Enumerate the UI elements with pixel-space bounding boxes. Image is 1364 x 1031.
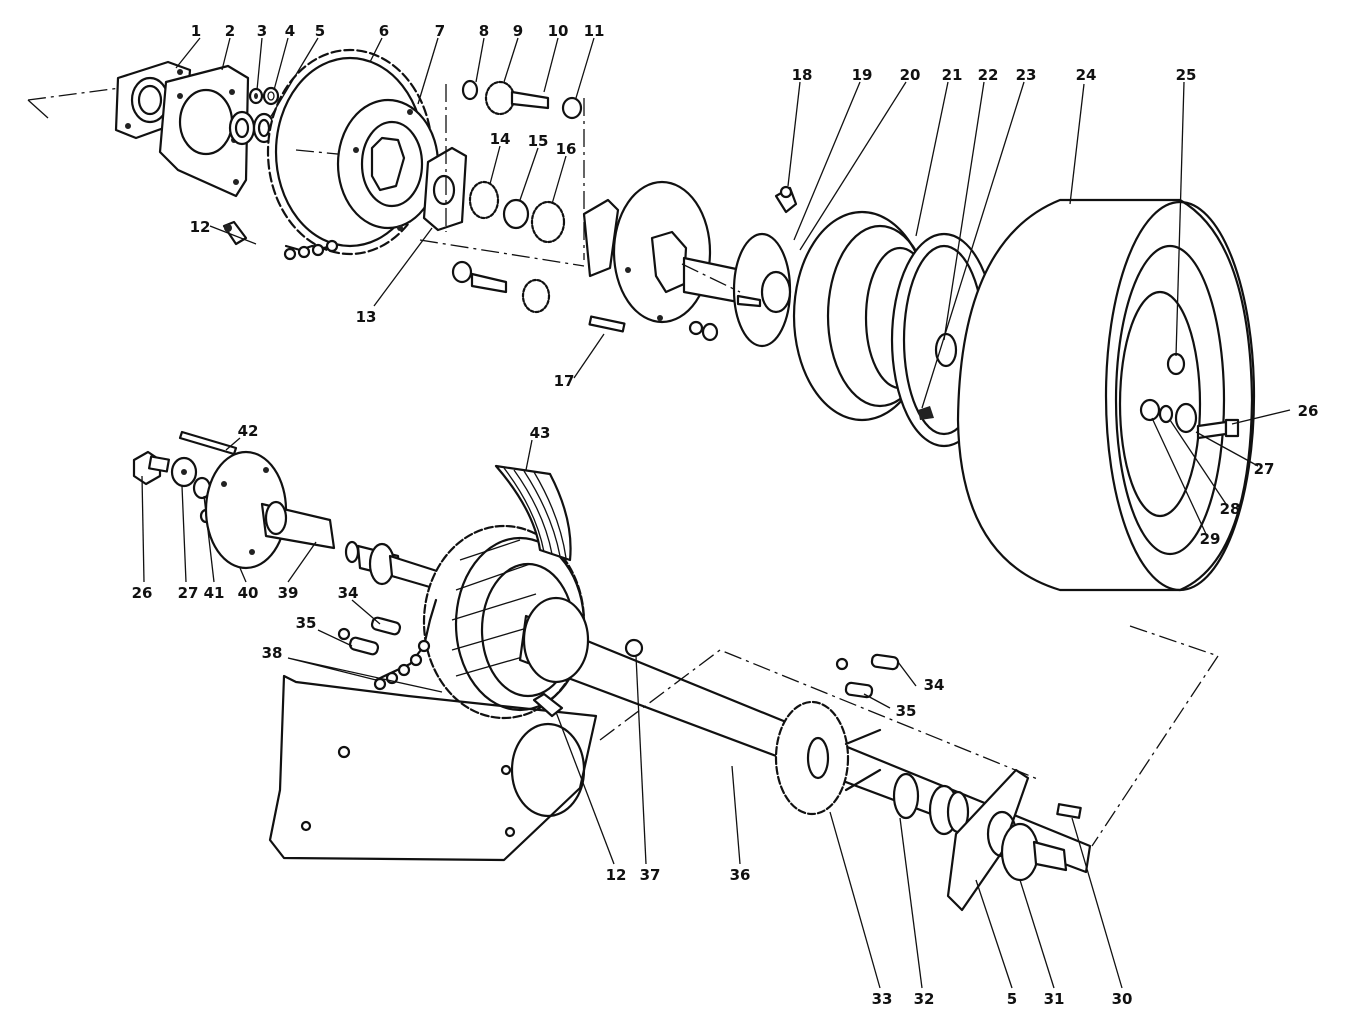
callout-27-upper: 27 [1254, 460, 1275, 478]
callout-36: 36 [730, 866, 751, 884]
callout-32: 32 [914, 990, 935, 1008]
callout-12-upper: 12 [190, 218, 211, 236]
callout-5-lower: 5 [1007, 990, 1017, 1008]
lock-washer-4 [262, 86, 280, 106]
callout-42: 42 [238, 422, 259, 440]
callout-27-lower: 27 [178, 584, 199, 602]
chain-link-34-35-lower-left [337, 616, 402, 656]
leader-lines [141, 37, 1291, 989]
hub-plate-7 [336, 98, 440, 231]
callout-35-right: 35 [896, 702, 917, 720]
bearing-flange-5-lower [928, 768, 1068, 912]
tire-24 [956, 198, 1256, 592]
callout-39: 39 [278, 584, 299, 602]
spacer-32 [892, 772, 920, 820]
callout-31: 31 [1044, 990, 1065, 1008]
sprocket-33 [774, 700, 882, 816]
callout-23: 23 [1016, 66, 1037, 84]
callout-19: 19 [852, 66, 873, 84]
washer-27-lower [170, 456, 198, 488]
callout-4: 4 [285, 22, 295, 40]
callout-21: 21 [942, 66, 963, 84]
bearing-5-upper [228, 110, 276, 146]
callout-8: 8 [479, 22, 489, 40]
key-30 [1056, 803, 1082, 819]
callout-3: 3 [257, 22, 267, 40]
callout-22: 22 [978, 66, 999, 84]
callout-25: 25 [1176, 66, 1197, 84]
callout-33: 33 [872, 990, 893, 1008]
callout-11: 11 [584, 22, 605, 40]
hub-flange [582, 180, 762, 342]
callout-9: 9 [513, 22, 523, 40]
callout-24: 24 [1076, 66, 1097, 84]
callout-12-lower: 12 [606, 866, 627, 884]
differential-gears [419, 79, 626, 333]
callout-5: 5 [315, 22, 325, 40]
callout-18: 18 [792, 66, 813, 84]
callout-2: 2 [225, 22, 235, 40]
callout-1: 1 [191, 22, 201, 40]
callout-34-right: 34 [924, 676, 945, 694]
callout-13: 13 [356, 308, 377, 326]
callout-34-left: 34 [338, 584, 359, 602]
chain-links-34-35-lower-right [835, 653, 900, 699]
callout-43: 43 [530, 424, 551, 442]
callout-16: 16 [556, 140, 577, 158]
callout-41: 41 [204, 584, 225, 602]
callout-15: 15 [528, 132, 549, 150]
callout-labels: 1 2 3 4 5 6 7 8 9 10 11 12 13 14 15 16 1… [132, 22, 1319, 1008]
callout-40: 40 [238, 584, 259, 602]
callout-30: 30 [1112, 990, 1133, 1008]
callout-38: 38 [262, 644, 283, 662]
callout-6: 6 [379, 22, 389, 40]
axle-shaft-39 [344, 540, 442, 592]
key-42 [178, 430, 238, 456]
wheel-hub-19 [732, 232, 792, 348]
belt-43 [494, 464, 572, 562]
nut-3 [248, 87, 264, 105]
callout-26-lower: 26 [132, 584, 153, 602]
bolt-26-lower [132, 450, 171, 486]
callout-20: 20 [900, 66, 921, 84]
callout-28: 28 [1220, 500, 1241, 518]
callout-37: 37 [640, 866, 661, 884]
callout-35-left: 35 [296, 614, 317, 632]
callout-29: 29 [1200, 530, 1221, 548]
axle-flange-40 [204, 450, 336, 570]
callout-17: 17 [554, 372, 575, 390]
callout-10: 10 [548, 22, 569, 40]
frame-plate [268, 674, 598, 862]
chain-38 [373, 598, 438, 691]
callout-7: 7 [435, 22, 445, 40]
callout-14: 14 [490, 130, 511, 148]
callout-26-upper: 26 [1298, 402, 1319, 420]
grease-fitting-18 [774, 185, 798, 214]
assembly-guide-lines [599, 263, 1220, 847]
